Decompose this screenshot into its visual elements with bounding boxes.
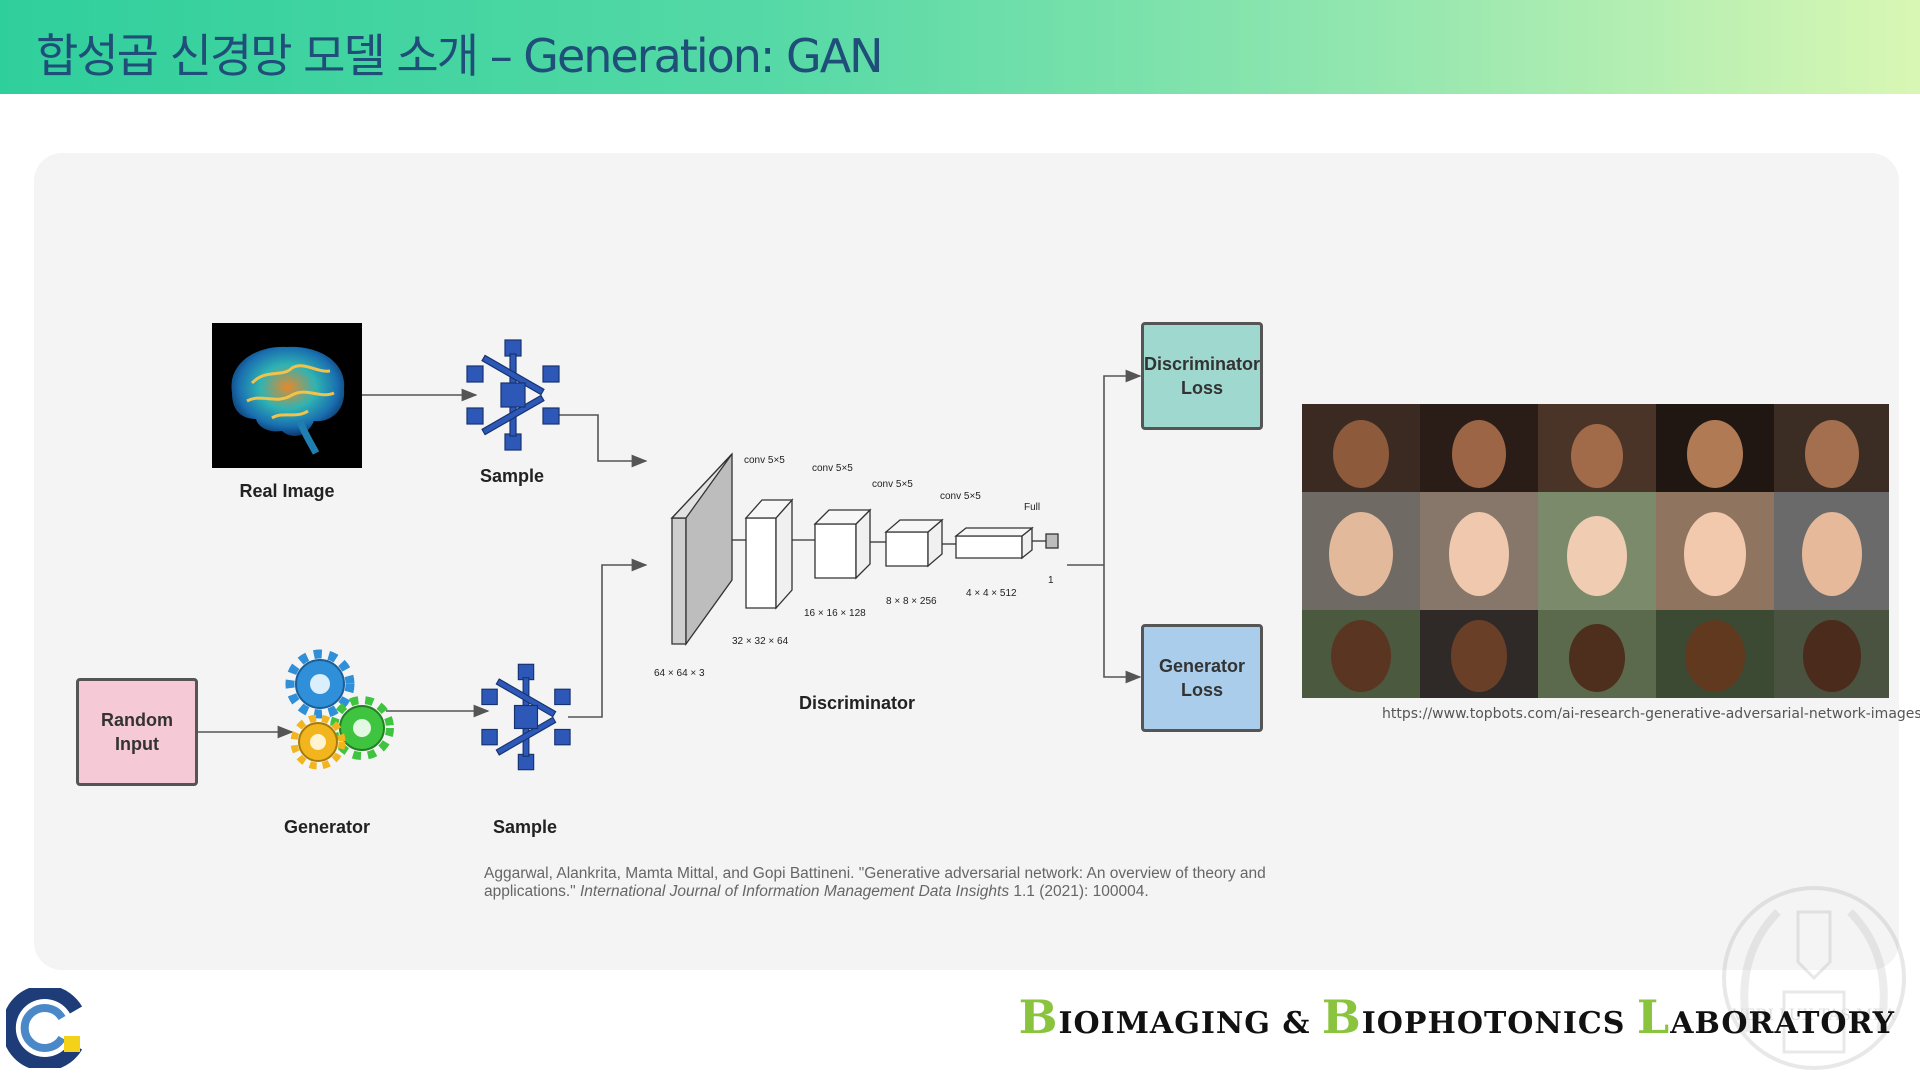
sample-bottom-icon: [481, 663, 571, 771]
generated-faces-grid: [1302, 404, 1889, 698]
face-row-2: [1302, 492, 1889, 610]
citation: Aggarwal, Alankrita, Mamta Mittal, and G…: [484, 865, 1284, 901]
size-label-1: 64 × 64 × 3: [654, 668, 705, 679]
lab-name: BIOIMAGING & BIOPHOTONICS LABORATORY: [1018, 990, 1895, 1044]
conv-label-4: conv 5×5: [940, 491, 981, 502]
arrow-sample-to-disc: [556, 414, 648, 468]
conv-label-3: conv 5×5: [872, 479, 913, 490]
size-label-3: 16 × 16 × 128: [804, 608, 866, 619]
sample-top-icon: [466, 339, 560, 451]
arrow-to-gen-loss: [1103, 565, 1142, 684]
real-image: [212, 323, 362, 468]
brain-icon: [231, 346, 345, 455]
full-label: Full: [1024, 502, 1040, 513]
citation-volume: 1.1 (2021): 100004.: [1009, 883, 1149, 900]
size-label-4: 8 × 8 × 256: [886, 596, 937, 607]
conv-label-2: conv 5×5: [812, 463, 853, 474]
slide-title: 합성곱 신경망 모델 소개 – Generation: GAN: [36, 29, 884, 83]
arrow-to-disc-loss: [1103, 369, 1142, 565]
generator-loss-label: Generator Loss: [1158, 656, 1246, 700]
lab-logo-icon: [6, 988, 83, 1068]
sample-top-label: Sample: [479, 466, 545, 486]
discriminator-loss-box: Discriminator Loss: [1141, 322, 1263, 430]
arrow-sample2-to-disc: [568, 558, 648, 718]
citation-journal: International Journal of Information Man…: [579, 883, 1010, 900]
generator-loss-box: Generator Loss: [1141, 624, 1263, 732]
size-label-6: 1: [1048, 575, 1054, 586]
real-image-label: Real Image: [239, 481, 335, 501]
generator-gears-icon: [285, 649, 394, 770]
discriminator-loss-label: Discriminator Loss: [1143, 354, 1261, 398]
conv-label-1: conv 5×5: [744, 455, 785, 466]
citation-authors: Aggarwal, Alankrita, Mamta Mittal, and G…: [484, 865, 1266, 900]
random-input-label: Random Input: [101, 710, 173, 754]
faces-credit-url: https://www.topbots.com/ai-research-gene…: [1382, 706, 1920, 722]
university-seal-icon: VERI LUX TAS MEA: [1722, 886, 1906, 1070]
title-bar: 합성곱 신경망 모델 소개 – Generation: GAN: [0, 0, 1920, 94]
sample-bottom-label: Sample: [492, 817, 558, 837]
size-label-2: 32 × 32 × 64: [732, 636, 789, 647]
generator-label: Generator: [283, 817, 371, 837]
random-input-box: Random Input: [76, 678, 198, 786]
discriminator-label: Discriminator: [798, 693, 916, 713]
discriminator-network: conv 5×5 conv 5×5 conv 5×5 conv 5×5 Full…: [654, 452, 1059, 679]
face-row-1: [1302, 404, 1889, 492]
face-row-3: [1302, 610, 1889, 698]
size-label-5: 4 × 4 × 512: [966, 588, 1017, 599]
seal-text: VERI LUX TAS MEA: [1731, 1005, 1896, 1024]
